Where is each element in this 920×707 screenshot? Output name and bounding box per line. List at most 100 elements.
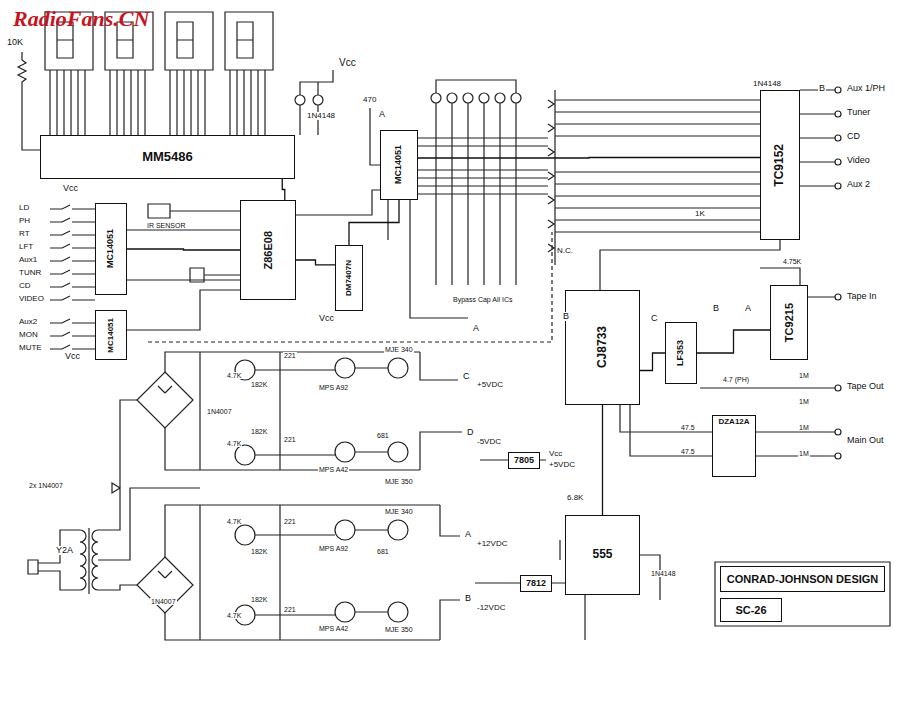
schematic-label: Bypass Cap All ICs (452, 296, 514, 303)
schematic-label: -12VDC (476, 604, 506, 612)
bus-wires (370, 108, 548, 194)
opamp-ic: LF353 (665, 322, 697, 384)
jack (835, 111, 841, 117)
signal-wire (418, 157, 760, 159)
schematic-label: 1N4148 (650, 570, 677, 577)
schematic-label: Vcc (318, 314, 335, 323)
drawing-number: SC-26 (720, 598, 782, 622)
schematic-label: +12VDC (476, 540, 508, 548)
regulator-wires (255, 368, 388, 455)
schematic-label: Vcc (62, 184, 79, 193)
selector-ic: TC9152 (760, 90, 800, 240)
part-name: 7805 (514, 456, 534, 466)
regulator: 7805 (508, 452, 540, 469)
schematic-label: Y2A (55, 546, 74, 555)
signal-wire (282, 179, 285, 200)
schematic-label: MJE 350 (384, 478, 414, 485)
schematic-label: MJE 340 (384, 508, 414, 515)
schematic-label: PH (18, 217, 31, 225)
ir-sensor (148, 204, 240, 218)
part-name: DM7407N (345, 260, 354, 296)
display-pins (50, 70, 265, 135)
schematic-label: 1N4007 (150, 598, 177, 605)
transistor (388, 358, 408, 378)
schematic-label: 470 (362, 96, 377, 104)
schematic-label: 221 (283, 352, 297, 359)
schematic-label: 4.7K (226, 440, 242, 447)
schematic-label: Vcc (338, 58, 357, 68)
part-name: Z86E08 (262, 231, 274, 270)
part-name: TC9152 (773, 144, 786, 187)
schematic-label: MUTE (18, 344, 43, 352)
led (511, 93, 521, 103)
schematic-label: VIDEO (18, 295, 45, 303)
part-name: 7812 (526, 579, 546, 589)
jack (835, 135, 841, 141)
schematic-label: 1M (798, 372, 810, 379)
schematic-label: Main Out (846, 436, 885, 445)
schematic-label: MPS A42 (318, 625, 349, 632)
bridge-rectifier (137, 557, 193, 613)
schematic-label: 47.5 (680, 424, 696, 431)
relay: DZA12A (712, 415, 756, 477)
schematic-label: 182K (250, 596, 268, 603)
regulator: 7812 (520, 575, 552, 592)
mains-plug (28, 530, 80, 590)
jack (835, 87, 841, 93)
secondary-wires (98, 400, 200, 590)
schematic-label: 47.5 (680, 448, 696, 455)
jack (835, 294, 841, 300)
transistor (335, 442, 355, 462)
mux-ic: MC14051 (95, 310, 127, 360)
jack (835, 159, 841, 165)
schematic-label: B (464, 594, 472, 603)
microcontroller-ic: Z86E08 (240, 200, 296, 300)
schematic-label: Vcc (548, 450, 563, 458)
schematic-label: 4.7K (226, 518, 242, 525)
schematic-label: B (712, 304, 720, 313)
schematic-label: LFT (18, 243, 34, 251)
transistor (388, 442, 408, 462)
schematic-label: A (472, 324, 480, 333)
signal-wire (697, 330, 770, 353)
schematic-label: C (650, 314, 659, 323)
schematic-label: 681 (376, 432, 390, 439)
part-name: LF353 (676, 340, 686, 366)
display-driver-ic: MM5486 (40, 135, 295, 179)
part-name: MC14051 (394, 145, 404, 184)
part-name: MC14051 (107, 318, 116, 353)
part-name: CONRAD-JOHNSON DESIGN (727, 573, 879, 585)
schematic-label: TUNR (18, 269, 42, 277)
jack (835, 453, 841, 459)
schematic-label: 1K (694, 210, 706, 218)
schematic-label: 4.7K (226, 372, 242, 379)
schematic-label: 1M (798, 450, 810, 457)
dashed-boundary (148, 232, 552, 342)
part-name: SC-26 (735, 604, 766, 616)
schematic-label: 10K (6, 38, 24, 47)
supply-rails (165, 505, 460, 640)
led (295, 95, 305, 105)
schematic-label: Aux 2 (846, 180, 871, 189)
schematic-label: A (464, 530, 472, 539)
transistor (335, 520, 355, 540)
schematic-label: C (462, 372, 471, 381)
signal-wire (640, 353, 665, 371)
led (447, 93, 457, 103)
jack (835, 183, 841, 189)
schematic-label: +5VDC (548, 461, 576, 469)
title-frame (715, 562, 890, 626)
led (431, 93, 441, 103)
schematic-label: 221 (283, 436, 297, 443)
schematic-label: B (562, 312, 570, 321)
schematic-label: Aux2 (18, 318, 38, 326)
signal-wire (127, 249, 240, 250)
schematic-label: MPS A92 (318, 384, 349, 391)
signal-wire (349, 200, 399, 245)
transistor (235, 445, 255, 465)
input-wires (700, 90, 835, 456)
transistor (235, 525, 255, 545)
bridge-rectifier (137, 372, 193, 428)
schematic-label: MJE 350 (384, 626, 414, 633)
schematic-label: CD (846, 132, 861, 141)
